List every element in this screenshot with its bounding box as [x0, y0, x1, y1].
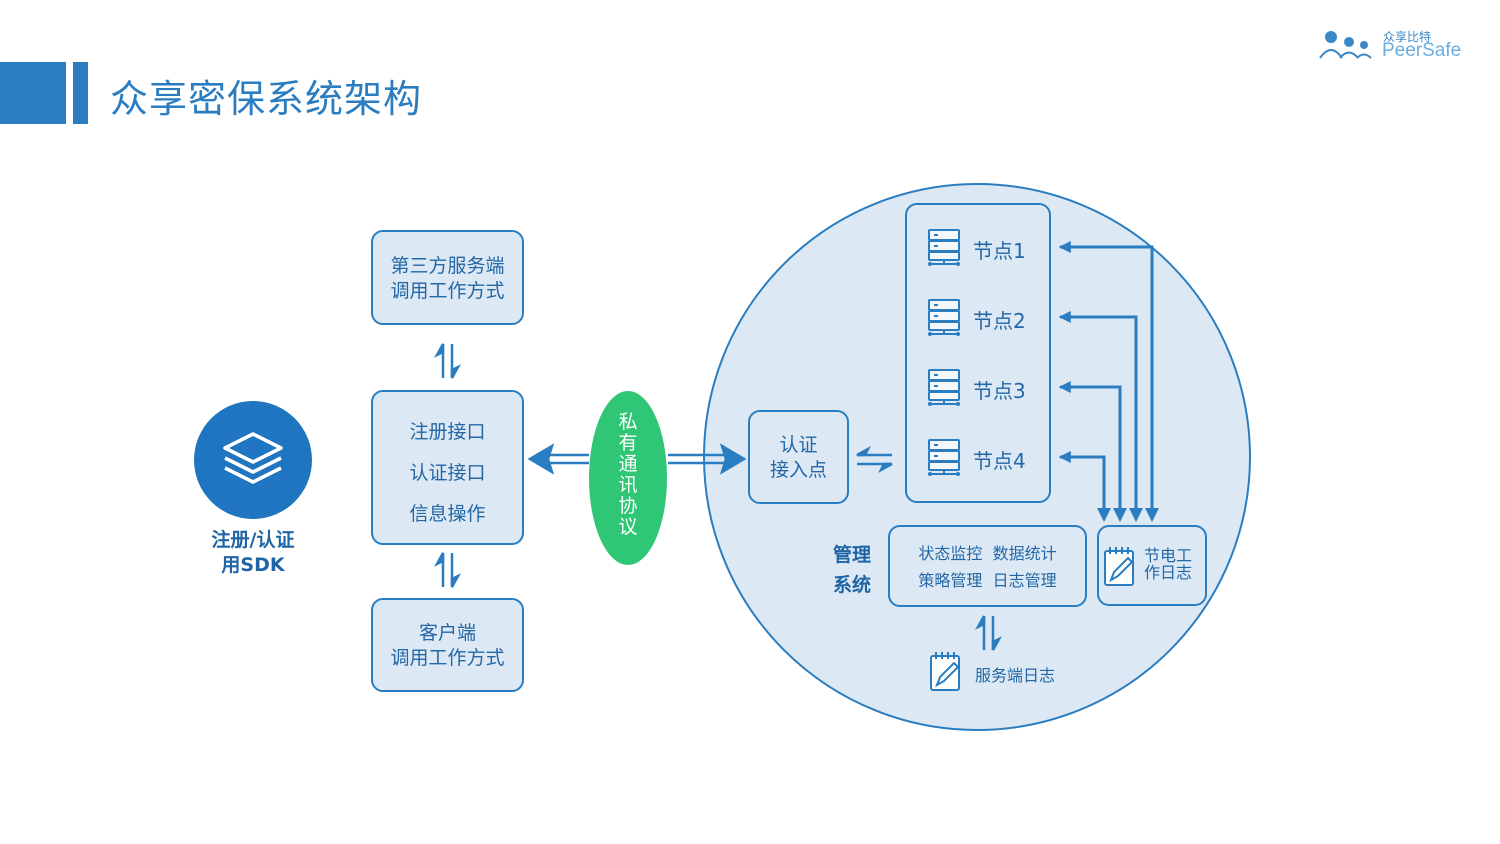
node-label-3: 节点3 — [973, 379, 1026, 403]
management-row-1: 状态监控 数据统计 — [890, 540, 1085, 567]
node-label-4: 节点4 — [973, 449, 1026, 473]
auth-access-line1: 认证 — [779, 434, 818, 456]
logo-text-cn: 众享比特 — [1383, 30, 1432, 44]
client-line2: 调用工作方式 — [390, 647, 505, 669]
node-row-3 — [926, 368, 962, 412]
log-notepad-icon — [1104, 547, 1134, 586]
private-protocol-text: 私有通讯协议 — [618, 411, 638, 538]
header-accent-stripe — [73, 62, 88, 124]
status-monitor-label: 状态监控 — [918, 544, 983, 563]
info-operation-label: 信息操作 — [409, 503, 486, 525]
node-log-line2: 作日志 — [1144, 563, 1193, 582]
node-row-2 — [926, 298, 962, 342]
management-system-box: 状态监控 数据统计 策略管理 日志管理 — [888, 525, 1087, 607]
management-system-label: 管理 系统 — [824, 540, 880, 600]
protocol-to-auth-arrow — [668, 443, 747, 475]
policy-management-label: 策略管理 — [918, 571, 983, 590]
peersafe-logo-icon — [1319, 31, 1372, 59]
private-protocol-label: 私有通讯协议 — [589, 412, 667, 538]
client-line1: 客户端 — [418, 622, 476, 644]
node-log-icon-wrap — [1101, 545, 1139, 593]
exchange-arrow-bottom — [433, 552, 462, 588]
node-log-connectors — [1058, 241, 1154, 520]
private-protocol-ellipse — [589, 391, 667, 565]
node-log-label: 节电工 作日志 — [1144, 547, 1192, 581]
management-label-line1: 管理 — [832, 544, 871, 566]
log-management-label: 日志管理 — [992, 571, 1057, 590]
management-log-exchange-arrow — [974, 615, 1003, 651]
log-notepad-icon — [930, 652, 960, 691]
node-row-1 — [926, 228, 962, 272]
sdk-label: 注册/认证 用SDK — [180, 528, 326, 578]
node-log-line1: 节电工 — [1144, 546, 1193, 565]
third-party-line2: 调用工作方式 — [390, 280, 505, 302]
management-label-line2: 系统 — [832, 574, 871, 596]
node-log-arrowheads — [1097, 508, 1159, 522]
node-row-4 — [926, 438, 962, 482]
sdk-label-line2: 用SDK — [221, 554, 285, 576]
auth-access-point-box: 认证 接入点 — [748, 410, 849, 504]
auth-node-exchange-arrow — [856, 445, 893, 474]
logo-text-en: PeerSafe — [1382, 40, 1462, 61]
header-accent-bar — [0, 62, 66, 124]
management-row-2: 策略管理 日志管理 — [890, 567, 1085, 594]
server-log-label: 服务端日志 — [975, 666, 1056, 685]
register-interface-label: 注册接口 — [409, 421, 486, 443]
server-icon — [928, 229, 960, 266]
layers-icon — [223, 432, 283, 484]
server-log-icon-wrap — [928, 650, 964, 698]
node-label-2: 节点2 — [973, 309, 1026, 333]
auth-interface-label: 认证接口 — [409, 462, 486, 484]
server-icon — [928, 299, 960, 336]
protocol-to-interface-arrow — [527, 443, 589, 475]
auth-access-line2: 接入点 — [769, 459, 827, 481]
node-label-1: 节点1 — [973, 239, 1026, 263]
sdk-label-line1: 注册/认证 — [211, 529, 295, 551]
server-icon — [928, 369, 960, 406]
sdk-circle — [194, 401, 312, 519]
page-title: 众享密保系统架构 — [110, 77, 423, 121]
server-icon — [928, 439, 960, 476]
exchange-arrow-top — [433, 343, 462, 379]
data-stats-label: 数据统计 — [992, 544, 1057, 563]
third-party-line1: 第三方服务端 — [390, 255, 505, 277]
interface-box: 注册接口 认证接口 信息操作 — [371, 390, 524, 545]
client-box: 客户端 调用工作方式 — [371, 598, 524, 692]
third-party-server-box: 第三方服务端 调用工作方式 — [371, 230, 524, 325]
